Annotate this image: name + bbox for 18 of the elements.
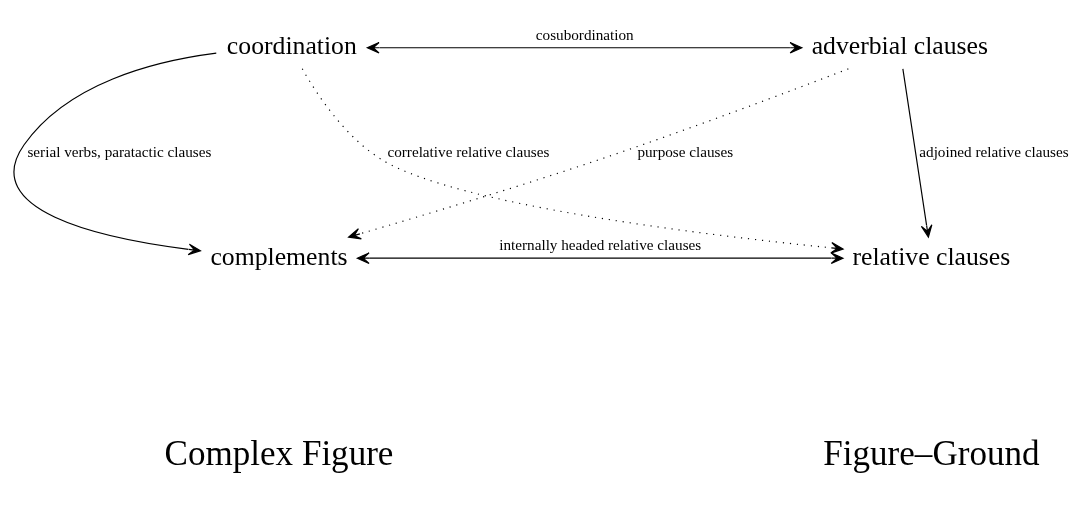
arrow: [301, 67, 844, 254]
edge-label: correlative relative clauses: [387, 142, 550, 160]
edge-label: cosubordination: [535, 25, 634, 43]
arrow: [356, 251, 844, 264]
node-text: relative clauses: [852, 241, 1011, 271]
arrow: [13, 52, 217, 255]
node-text: adverbial clauses: [811, 30, 989, 60]
arrow: [366, 41, 803, 54]
label: Complex Figure: [164, 433, 394, 473]
edge-label: adjoined relative clauses: [919, 142, 1069, 160]
arrow: [348, 67, 849, 239]
edge-label: serial verbs, paratactic clauses: [27, 142, 212, 160]
arrow: [902, 67, 933, 238]
label: Figure–Ground: [823, 433, 1040, 473]
node-text: coordination: [226, 30, 357, 60]
node-text: complements: [210, 241, 348, 271]
edge-label: internally headed relative clauses: [499, 235, 702, 253]
edge-label: purpose clauses: [637, 142, 734, 160]
